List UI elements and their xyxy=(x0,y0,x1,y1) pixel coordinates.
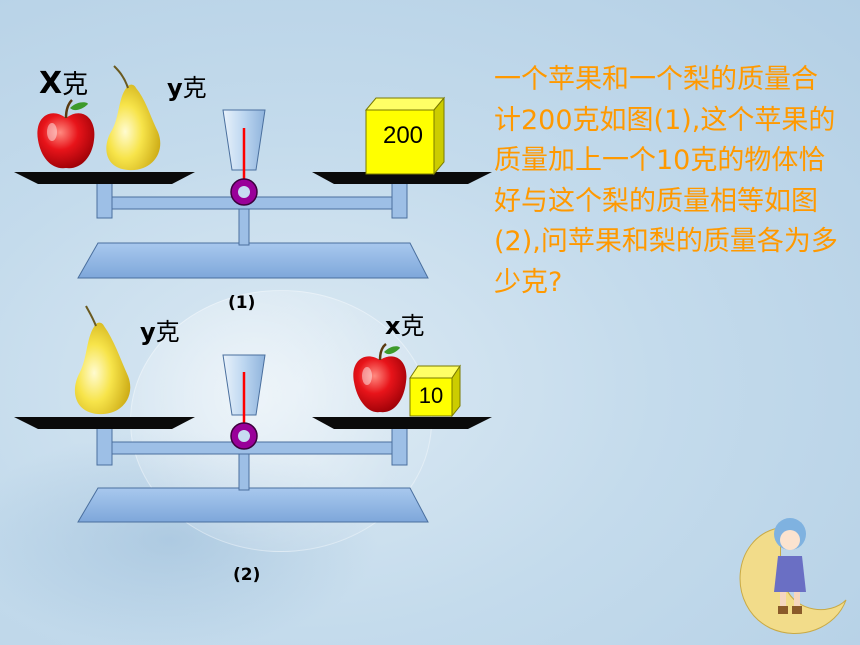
pear-var-1: y xyxy=(167,74,183,102)
scale-1-base xyxy=(77,242,429,279)
scale-2-post xyxy=(238,449,250,491)
pear-icon xyxy=(106,65,161,171)
scale-2-right-pan xyxy=(312,417,492,429)
scale-2-left-leg xyxy=(96,422,113,466)
scale-2-left-pan xyxy=(14,417,195,429)
pear-var-2: y xyxy=(140,318,156,346)
weight-10-box xyxy=(409,364,461,418)
weight-200-box xyxy=(364,96,446,176)
apple-weight-label-2: x克 xyxy=(385,306,424,341)
scale-2 xyxy=(14,305,492,523)
apple-weight-label-1: X克 xyxy=(39,64,88,101)
figure-caption-2: (2) xyxy=(233,565,261,585)
weight-10-label: 10 xyxy=(418,383,444,408)
scale-1 xyxy=(14,65,492,279)
question-text: 一个苹果和一个梨的质量合计200克如图(1),这个苹果的质量加上一个10克的物体… xyxy=(494,64,838,298)
pear-unit-2: 克 xyxy=(155,318,180,346)
scale-2-base xyxy=(77,487,429,523)
pear-unit-1: 克 xyxy=(182,74,207,102)
apple-var-2: x xyxy=(385,312,401,340)
apple-icon xyxy=(353,343,407,413)
scale-1-post xyxy=(238,204,250,246)
pear-weight-label-2: y克 xyxy=(140,312,180,347)
apple-unit-2: 克 xyxy=(400,312,425,340)
moon-girl-icon xyxy=(739,518,847,634)
pear-weight-label-1: y克 xyxy=(167,68,207,103)
pear-icon xyxy=(74,305,131,415)
apple-icon xyxy=(37,99,95,169)
apple-unit-1: 克 xyxy=(62,70,89,100)
apple-var-1: X xyxy=(39,66,63,101)
scale-2-right-leg xyxy=(391,422,408,466)
weight-200-label: 200 xyxy=(382,122,424,149)
figure-caption-1: (1) xyxy=(228,293,256,313)
scale-1-left-pan xyxy=(14,172,195,184)
scale-1-right-pan xyxy=(312,172,492,184)
